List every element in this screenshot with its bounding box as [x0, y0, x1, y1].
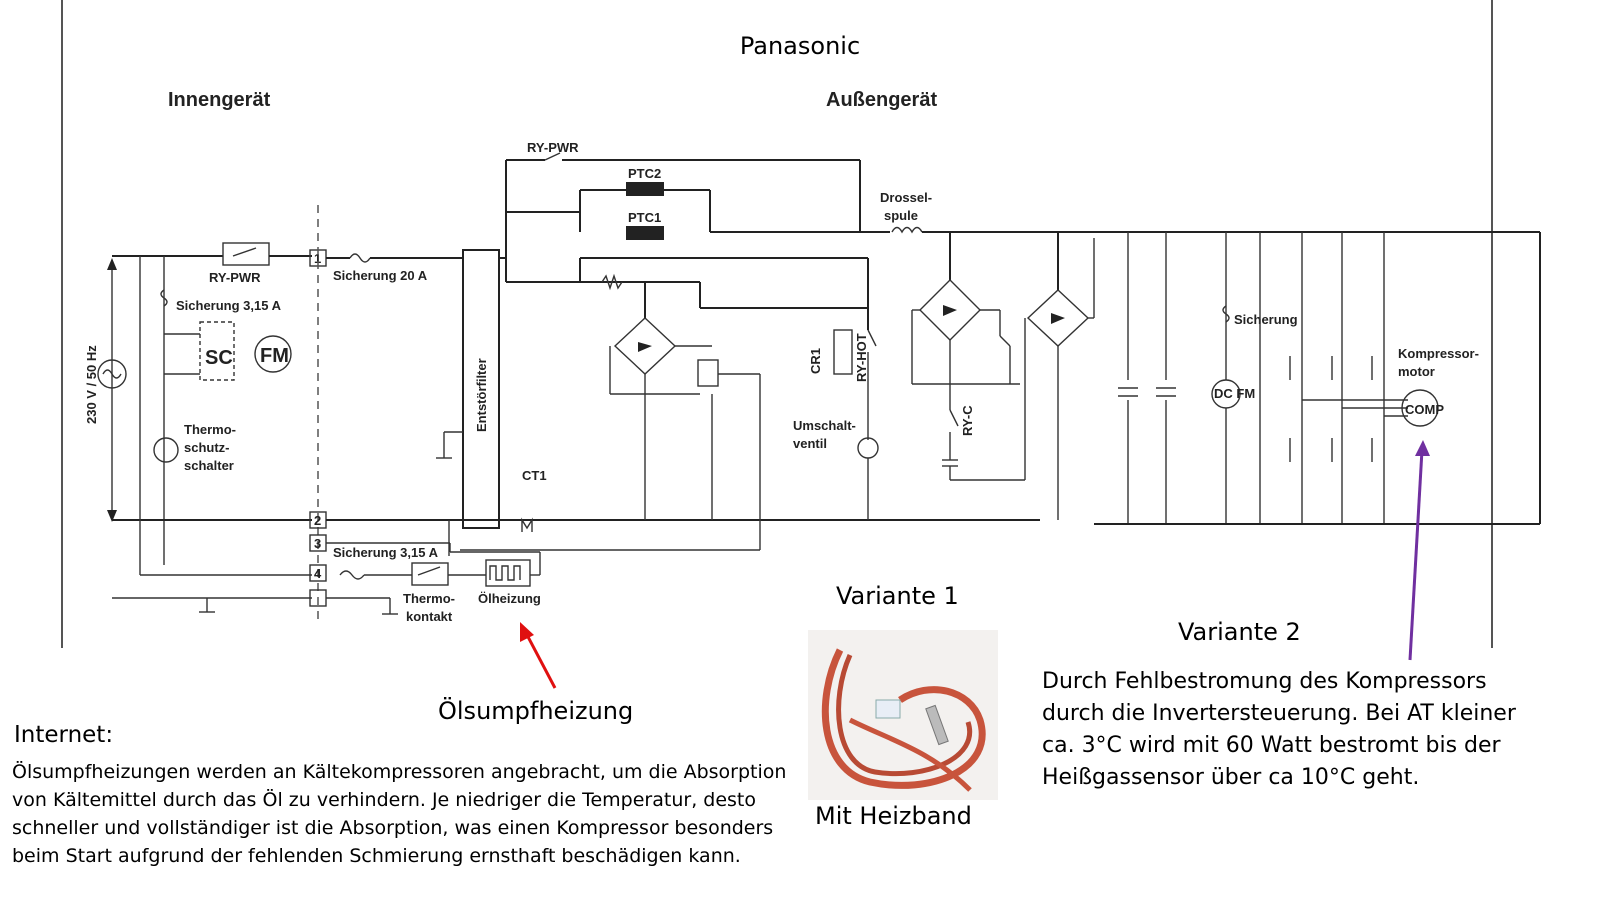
fan-motor-icon: [254, 335, 292, 373]
ct1-icon: [521, 517, 533, 532]
terminal-4: [309, 564, 327, 582]
svg-text:Kompressor-: Kompressor-: [1398, 346, 1479, 361]
sc-box: [199, 321, 235, 381]
svg-text:kontakt: kontakt: [406, 609, 453, 624]
fuse-label-outdoor: Sicherung: [1234, 312, 1298, 327]
ry-pwr-label-indoor: RY-PWR: [209, 270, 261, 285]
relay-ry-pwr-indoor: [222, 242, 270, 266]
svg-text:spule: spule: [884, 208, 918, 223]
oil-heater-icon: [485, 559, 531, 587]
svg-text:Entstörfilter: Entstörfilter: [474, 358, 489, 432]
ac-source-icon: [97, 359, 127, 389]
valve-coil-icon: [857, 437, 879, 459]
cr1-box: [833, 329, 853, 375]
fuse-oil-label: Sicherung 3,15 A: [333, 545, 439, 560]
svg-text:schalter: schalter: [184, 458, 234, 473]
ptc1-resistor: [626, 226, 664, 240]
svg-text:1: 1: [314, 251, 321, 266]
fuse-20a-label: Sicherung 20 A: [333, 268, 428, 283]
svg-text:ventil: ventil: [793, 436, 827, 451]
svg-text:PTC1: PTC1: [628, 210, 661, 225]
oil-sump-heater-label: Ölsumpfheizung: [438, 696, 633, 725]
variant2-label: Variante 2: [1178, 618, 1301, 646]
svg-text:DC FM: DC FM: [1214, 386, 1255, 401]
outdoor-heading: Außengerät: [826, 89, 937, 111]
internet-text: Ölsumpfheizungen werden an Kältekompress…: [12, 761, 787, 867]
fuse-20a-icon: [349, 253, 371, 263]
variant2-text: Durch Fehlbestromung des Kompressors dur…: [1042, 669, 1516, 790]
oil-heater-arrow: [524, 632, 557, 689]
variant1-caption: Mit Heizband: [815, 802, 972, 830]
ry-pwr-label-outdoor: RY-PWR: [527, 140, 579, 155]
svg-text:RY-C: RY-C: [960, 405, 975, 436]
svg-text:Thermo-: Thermo-: [403, 591, 455, 606]
compressor-icon: [1401, 389, 1439, 427]
ptc2-resistor: [626, 182, 664, 196]
page-title: Panasonic: [740, 32, 860, 60]
svg-text:FM: FM: [260, 345, 289, 367]
svg-text:CR1: CR1: [808, 348, 823, 374]
fuse-315a-label: Sicherung 3,15 A: [176, 298, 282, 313]
svg-text:RY-HOT: RY-HOT: [854, 333, 869, 382]
choke-coil-icon: [891, 226, 923, 234]
compressor-arrow: [1408, 449, 1424, 661]
svg-text:SC: SC: [205, 347, 233, 369]
svg-text:motor: motor: [1398, 364, 1435, 379]
svg-text:2: 2: [314, 513, 321, 528]
svg-text:COMP: COMP: [1405, 402, 1444, 417]
heater-band-photo: [808, 630, 998, 800]
outdoor-unit: RY-PWR PTC2 PTC1 Drossel- spule: [460, 140, 1541, 551]
svg-text:3: 3: [314, 536, 321, 551]
svg-text:schutz-: schutz-: [184, 440, 230, 455]
svg-text:Thermo-: Thermo-: [184, 422, 236, 437]
svg-text:Drossel-: Drossel-: [880, 190, 932, 205]
internet-heading: Internet:: [14, 722, 114, 748]
sc-outdoor: [697, 359, 719, 387]
svg-text:Umschalt-: Umschalt-: [793, 418, 856, 433]
svg-text:PTC2: PTC2: [628, 166, 661, 181]
variant1-label: Variante 1: [836, 582, 959, 610]
emi-filter-box: [462, 249, 500, 529]
oil-heater-circuit: Sicherung 3,15 A Thermo- kontakt Ölheizu…: [326, 542, 541, 624]
thermo-contact-icon: [411, 562, 449, 586]
thermal-switch-icon: [153, 437, 179, 463]
indoor-heading: Innengerät: [168, 89, 271, 111]
oil-heater-label: Ölheizung: [478, 591, 541, 606]
igbt-bridge: [1289, 356, 1373, 462]
svg-text:CT1: CT1: [522, 468, 547, 483]
supply-label: 230 V / 50 Hz: [84, 345, 99, 424]
svg-text:4: 4: [314, 566, 322, 581]
indoor-unit: 230 V / 50 Hz RY-PWR 1 Sicherung 20 A Si…: [84, 205, 1040, 620]
